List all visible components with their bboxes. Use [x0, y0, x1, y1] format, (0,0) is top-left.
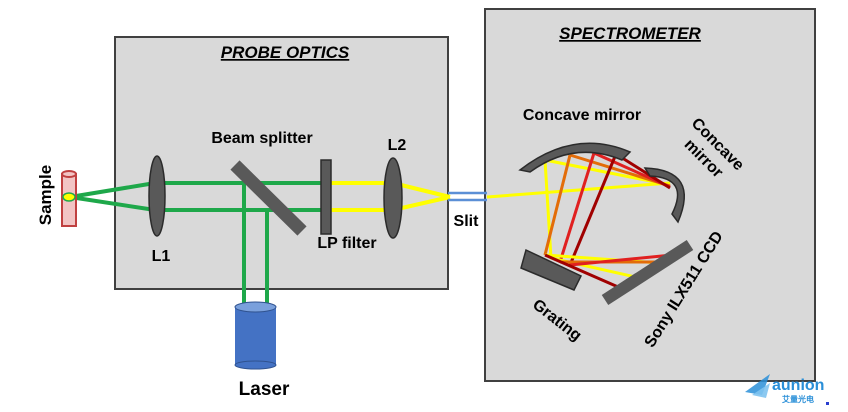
beam-splitter-label: Beam splitter	[211, 130, 312, 147]
concave-mirror-1	[518, 142, 632, 173]
beam-splitter	[230, 160, 307, 236]
brand-watermark: aunion 艾量光电	[745, 374, 824, 404]
lp-filter	[320, 159, 332, 235]
l2-label: L2	[388, 137, 407, 154]
probe-optics-title: PROBE OPTICS	[221, 43, 350, 62]
concave-mirror-2	[643, 167, 686, 224]
grating	[520, 248, 583, 291]
brand-name: aunion	[772, 377, 824, 394]
lens-l2	[383, 157, 403, 239]
laser-label: Laser	[239, 379, 290, 400]
spectrometer-rays	[486, 151, 673, 292]
fiber	[448, 191, 487, 202]
sample-tube	[61, 170, 77, 227]
ccd-detector	[601, 239, 694, 306]
l1-label: L1	[152, 248, 171, 265]
spectrometer-title: SPECTROMETER	[559, 24, 701, 43]
laser-source	[234, 301, 277, 370]
laser-beams	[69, 181, 325, 305]
concave-mirror-1-label: Concave mirror	[523, 107, 641, 124]
lens-l1	[148, 155, 166, 237]
brand-sub: 艾量光电	[782, 394, 814, 404]
slit-label: Slit	[454, 213, 480, 230]
sample-label: Sample	[36, 165, 55, 225]
signal-beams	[327, 181, 451, 212]
lp-filter-label: LP filter	[317, 235, 376, 252]
spectrometer-box	[484, 8, 816, 382]
corner-dot	[826, 402, 829, 405]
